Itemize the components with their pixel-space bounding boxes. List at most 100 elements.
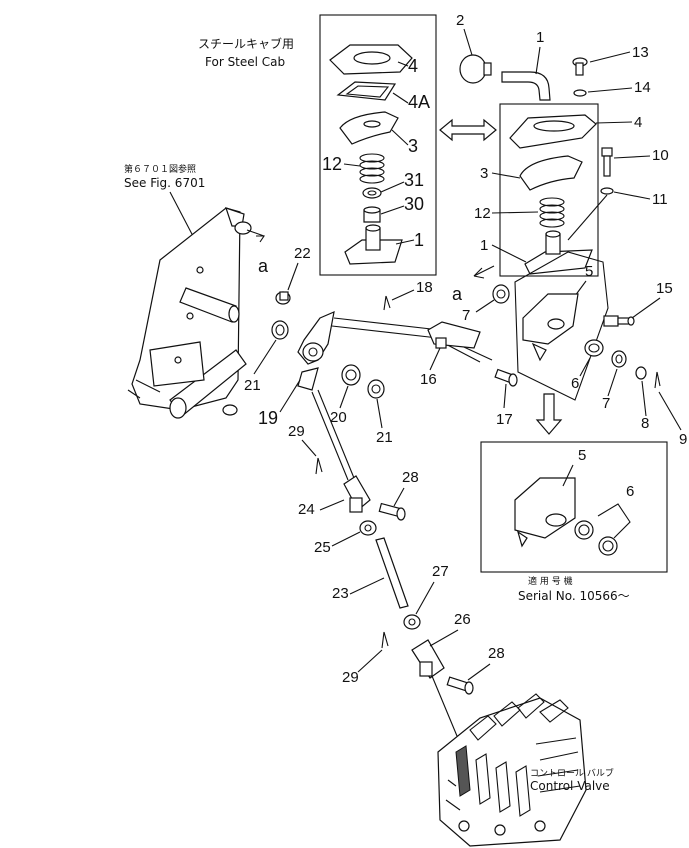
callout-4-right: 4 [634,114,642,131]
callout-9: 9 [679,431,687,448]
cotter-pin-29-part [315,457,323,475]
see-fig-label-en: See Fig. 6701 [124,176,205,190]
steel-cab-label-jp: スチールキャブ用 [198,36,294,51]
valve-label-en: Control Valve [530,779,610,793]
knob-part [459,54,487,84]
main-lever-assembly: 2 1 13 14 4 3 10 11 [456,12,669,277]
block-5-serial-part [514,477,576,539]
washer-21-part [367,379,385,399]
callout-8: 8 [641,415,649,432]
bracket-part [344,239,403,265]
callout-7-right: 7 [602,395,610,412]
callout-22: 22 [294,245,311,262]
bolt-13-part [572,57,588,76]
callout-12-right: 12 [474,205,491,222]
bushing-pair-part [574,520,618,556]
central-linkage: 22 21 19 20 21 18 16 [244,245,518,446]
callout-3: 3 [408,136,418,156]
callout-20: 20 [330,409,347,426]
callout-14: 14 [634,79,651,96]
cotter-pin-18-part [383,295,391,311]
callout-4a: 4A [408,92,430,112]
gasket-part [336,81,397,101]
callout-17: 17 [496,411,513,428]
spring-part [359,153,385,184]
cover-slot [353,51,391,65]
pin-17-part [494,368,518,387]
callout-29-bottom: 29 [342,669,359,686]
nut-27-part [403,614,421,630]
callout-21-left: 21 [244,377,261,394]
callout-1-top: 1 [536,29,544,46]
left-frame: 第６７０１図参照 See Fig. 6701 a [124,163,269,419]
callout-1: 1 [414,230,424,250]
callout-6-mid: 6 [571,375,579,392]
callout-7-mid: 7 [462,307,470,324]
bushing-6-part [584,339,604,357]
callout-2: 2 [456,12,464,29]
callout-26: 26 [454,611,471,628]
callout-27: 27 [432,563,449,580]
boot-part [339,111,399,145]
washer-7-part [611,350,627,368]
callout-11: 11 [652,191,668,208]
callout-16: 16 [420,371,437,388]
cotter-pin-9-part [654,371,661,389]
callout-25: 25 [314,539,331,556]
spring-12-part [539,197,565,228]
block-5-part [522,293,579,345]
callout-19: 19 [258,408,278,428]
callout-5-top: 5 [585,263,593,280]
boot-3-part [519,155,583,191]
label-a-left: a [258,256,269,276]
serial-label-en: Serial No. 10566～ [518,589,630,603]
control-valve: コントロール バルブ Control Valve [437,693,614,847]
callout-24: 24 [298,501,315,518]
washer-8-part [635,366,647,380]
grease-fitting-part [603,315,635,327]
callout-3-right: 3 [480,165,488,182]
bushing-21-part [271,320,289,340]
callout-15: 15 [656,280,673,297]
pin-28-bottom-part [446,676,474,695]
pin-28-top-part [378,502,406,521]
down-arrow [535,393,563,435]
valve-label-jp: コントロール バルブ [530,767,614,779]
washer-part [362,187,382,199]
steel-cab-label-en: For Steel Cab [205,55,285,69]
callout-6-serial: 6 [626,483,634,500]
callout-10: 10 [652,147,669,164]
washer-14-part [573,89,587,97]
callout-18: 18 [416,279,433,296]
callout-28-top: 28 [402,469,419,486]
bolt-10-part [601,147,613,177]
steel-cab-inset: スチールキャブ用 For Steel Cab 4 4A 3 [198,14,437,276]
callout-1-right: 1 [480,237,488,254]
lower-linkage: 29 24 28 25 23 27 26 29 [288,389,505,749]
callout-30: 30 [404,194,424,214]
callout-5-serial: 5 [578,447,586,464]
block-assembly: 5 15 6 7 8 9 [514,251,687,448]
label-a-right: a [452,284,463,304]
callout-28-bottom: 28 [488,645,505,662]
callout-23: 23 [332,585,349,602]
callout-12: 12 [322,154,342,174]
callout-13: 13 [632,44,649,61]
rod-23-part [375,537,409,609]
see-fig-label-jp: 第６７０１図参照 [124,163,196,175]
nut-25-part [359,520,377,536]
washer-11-part [600,187,614,195]
cotter-pin-29b-part [381,631,389,649]
callout-4: 4 [408,56,418,76]
serial-inset: 5 6 適 用 号 機 Serial No. 10566～ [480,441,668,603]
callout-29-top: 29 [288,423,305,440]
washer-7-mid-part [492,284,510,304]
bushing-20-part [341,364,361,386]
bolt-22-part [275,291,291,305]
lever-rod-part [501,71,551,101]
interchange-arrow [439,118,497,142]
callout-21-mid: 21 [376,429,393,446]
callout-31: 31 [404,170,424,190]
serial-label-jp: 適 用 号 機 [528,575,573,587]
